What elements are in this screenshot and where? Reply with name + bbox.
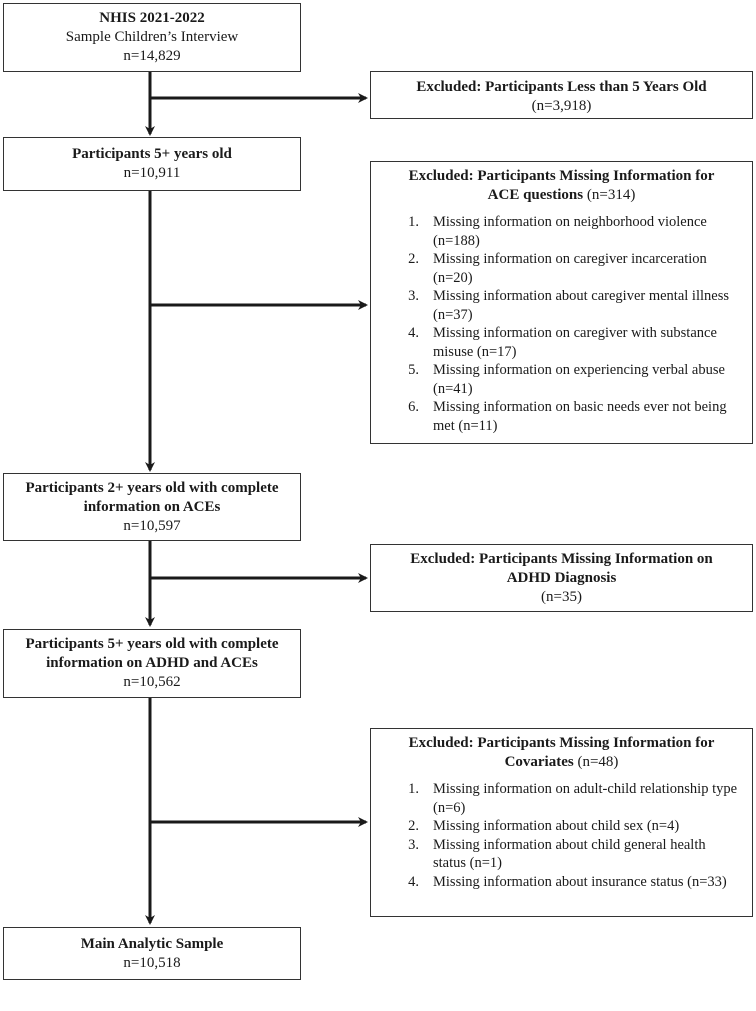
list-item-text: Missing information about child general … (433, 836, 706, 872)
box-complete-aces-count: n=10,597 (123, 518, 181, 534)
list-item-text: Missing information about child sex (n=4… (433, 818, 680, 834)
list-item: 1. Missing information on adult-child rel… (381, 780, 742, 817)
list-item-text: Missing information on caregiver with su… (433, 325, 717, 360)
excluded-cov-title-2: Covariates (504, 754, 574, 770)
box-nhis-title: NHIS 2021-2022 (99, 10, 205, 26)
list-item-number: 4. (408, 873, 419, 890)
list-item-text: Missing information on basic needs ever … (433, 399, 727, 434)
list-item-number: 4. (408, 325, 419, 341)
list-item-text: Missing information on neighborhood viol… (433, 214, 707, 249)
list-item-text: Missing information about caregiver ment… (433, 288, 729, 323)
box-complete-adhd-aces-title-1: Participants 5+ years old with complete (25, 636, 279, 652)
list-item: 2. Missing information on caregiver incar… (381, 250, 742, 287)
box-complete-aces-title-1: Participants 2+ years old with complete (25, 480, 279, 496)
excluded-adhd-title-1: Excluded: Participants Missing Informati… (410, 551, 713, 567)
box-excluded-ace-questions: Excluded: Participants Missing Informati… (370, 161, 753, 444)
list-item: 5. Missing information on experiencing ve… (381, 361, 742, 398)
box-complete-adhd-aces-count: n=10,562 (123, 674, 181, 690)
list-item-text: Missing information about insurance stat… (433, 873, 727, 890)
box-main-analytic-count: n=10,518 (123, 955, 181, 971)
list-item: 2. Missing information about child sex (n… (381, 817, 742, 836)
list-item-number: 1. (408, 214, 419, 230)
box-complete-aces: Participants 2+ years old with complete … (3, 473, 301, 541)
excluded-ace-count: (n=314) (583, 187, 636, 203)
list-item: 4. Missing information on caregiver with … (381, 324, 742, 361)
excluded-under-5-count: (n=3,918) (531, 98, 592, 114)
excluded-adhd-title-2: ADHD Diagnosis (506, 570, 617, 586)
list-item-text: Missing information on experiencing verb… (433, 362, 725, 397)
list-item: 3. Missing information about caregiver me… (381, 287, 742, 324)
list-item-number: 1. (408, 781, 419, 797)
list-item-number: 3. (408, 288, 419, 304)
box-complete-aces-title-2: information on ACEs (83, 499, 221, 515)
box-nhis-sample: NHIS 2021-2022 Sample Children’s Intervi… (3, 3, 301, 72)
box-excluded-covariates: Excluded: Participants Missing Informati… (370, 728, 753, 917)
list-item-number: 2. (408, 818, 419, 834)
excluded-cov-list: 1. Missing information on adult-child rel… (381, 780, 742, 891)
list-item-number: 5. (408, 362, 419, 378)
box-nhis-subtitle: Sample Children’s Interview (65, 29, 239, 45)
excluded-under-5-title: Excluded: Participants Less than 5 Years… (416, 79, 707, 95)
excluded-ace-list: 1. Missing information on neighborhood vi… (381, 213, 742, 435)
box-nhis-count: n=14,829 (123, 48, 181, 64)
list-item: 6. Missing information on basic needs eve… (381, 398, 742, 435)
excluded-ace-title-1: Excluded: Participants Missing Informati… (408, 168, 715, 184)
excluded-cov-title-1: Excluded: Participants Missing Informati… (408, 735, 715, 751)
box-complete-adhd-aces-title-2: information on ADHD and ACEs (46, 655, 258, 671)
list-item: 3. Missing information about child genera… (381, 836, 742, 873)
excluded-adhd-count: (n=35) (541, 589, 582, 605)
list-item: 1. Missing information on neighborhood vi… (381, 213, 742, 250)
box-participants-5plus-title: Participants 5+ years old (72, 146, 232, 162)
box-participants-5plus: Participants 5+ years old n=10,911 (3, 137, 301, 191)
list-item-number: 2. (408, 251, 419, 267)
box-excluded-adhd-diagnosis: Excluded: Participants Missing Informati… (370, 544, 753, 612)
list-item-text: Missing information on caregiver incarce… (433, 251, 707, 286)
list-item-number: 6. (408, 399, 419, 415)
excluded-ace-title-2: ACE questions (487, 187, 584, 203)
list-item-number: 3. (408, 836, 419, 853)
box-participants-5plus-count: n=10,911 (123, 165, 181, 181)
list-item: 4. Missing information about insurance st… (381, 873, 742, 892)
excluded-cov-count: (n=48) (573, 754, 619, 770)
box-main-analytic-sample: Main Analytic Sample n=10,518 (3, 927, 301, 980)
list-item-text: Missing information on adult-child relat… (433, 781, 738, 816)
box-complete-adhd-aces: Participants 5+ years old with complete … (3, 629, 301, 698)
box-main-analytic-title: Main Analytic Sample (80, 936, 224, 952)
box-excluded-under-5: Excluded: Participants Less than 5 Years… (370, 71, 753, 119)
